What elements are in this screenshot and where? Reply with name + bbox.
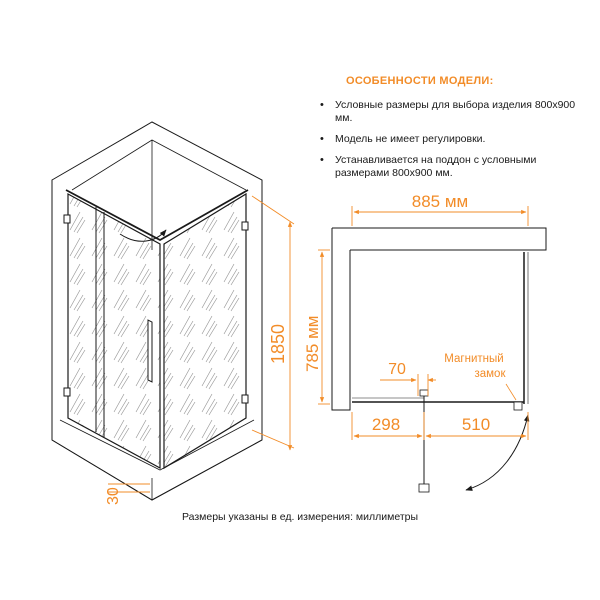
- dim-510-label: 510: [462, 415, 490, 434]
- plan-wall-left: [331, 228, 351, 411]
- features-list: Условные размеры для выбора изделия 800х…: [318, 99, 588, 188]
- hinge: [63, 214, 71, 224]
- hinge: [63, 387, 71, 397]
- units-note: Размеры указаны в ед. измерения: миллиме…: [181, 511, 419, 523]
- hinge: [241, 394, 249, 404]
- magnetic-lock-label-line1: Магнитный: [444, 353, 503, 365]
- features-title: ОСОБЕННОСТИ МОДЕЛИ:: [346, 75, 494, 87]
- magnetic-lock: [513, 401, 523, 411]
- plan-view: [331, 227, 547, 493]
- tray-height-label: 30: [105, 487, 122, 505]
- left-glass: [67, 192, 161, 470]
- feature-item: Модель не имеет регулировки.: [318, 133, 588, 146]
- depth-dimension: [318, 249, 330, 405]
- enclosure-3d-view: [51, 121, 263, 501]
- feature-item: Условные размеры для выбора изделия 800х…: [318, 99, 588, 125]
- height-dimension: [251, 195, 295, 451]
- plan-swing-arc: [465, 414, 530, 491]
- inner-corner: [71, 139, 247, 250]
- door-handle: [147, 319, 153, 383]
- offset-dimension: [380, 374, 436, 396]
- door-dimensions: [351, 412, 529, 440]
- feature-item: Устанавливается на поддон с условными ра…: [318, 154, 588, 180]
- right-glass: [163, 192, 247, 470]
- dim-298-label: 298: [372, 415, 400, 434]
- tray-dimension: [108, 483, 150, 493]
- offset-label: 70: [388, 361, 406, 378]
- top-profile: [65, 189, 249, 242]
- width-dimension: [351, 206, 529, 226]
- plan-wall-top: [332, 227, 547, 251]
- depth-label: 785 мм: [303, 316, 322, 372]
- magnetic-lock-leader: [505, 383, 517, 401]
- width-label: 885 мм: [412, 192, 468, 211]
- magnetic-lock-label-line2: замок: [474, 368, 506, 380]
- swing-arrow-3d: [119, 229, 167, 242]
- hinge: [241, 221, 249, 231]
- height-label: 1850: [268, 324, 288, 364]
